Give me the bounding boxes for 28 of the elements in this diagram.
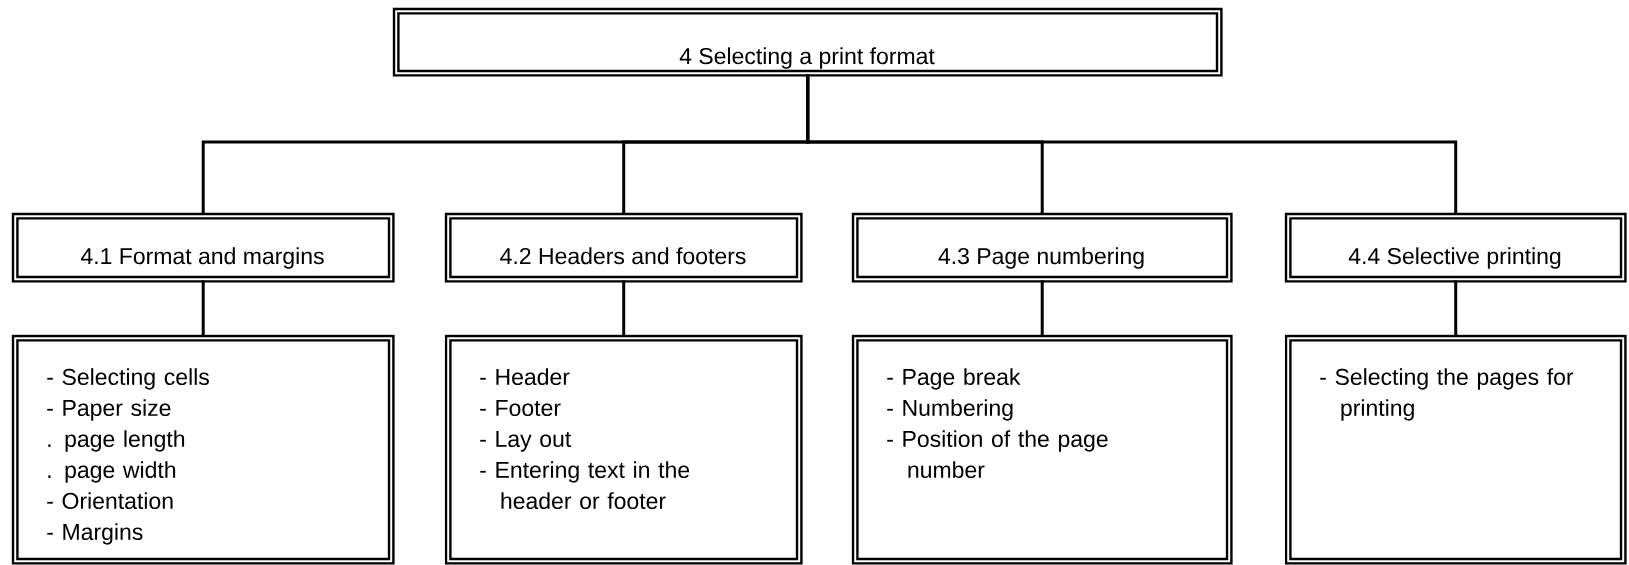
list-item: - Header [480, 368, 570, 386]
connector-line [1040, 280, 1044, 337]
list-item: . page length [48, 430, 185, 452]
topic-list-box [1284, 334, 1627, 565]
topic-list-box [444, 334, 803, 565]
title-box: 4 Selecting a print format [392, 7, 1223, 77]
connector-line [622, 280, 626, 337]
list-item: - Entering text in the header or footer [480, 461, 690, 510]
section-box: 4.4 Selective printing [1284, 212, 1627, 283]
connector-line [806, 74, 1458, 215]
topic-list-box [851, 334, 1233, 565]
list-item: - Numbering [887, 399, 1013, 421]
section-box: 4.2 Headers and footers [444, 212, 803, 283]
connector-line [1454, 280, 1458, 337]
list-item: - Margins [47, 523, 143, 545]
list-item: - Position of the page number [887, 430, 1108, 479]
list-item: - Selecting cells [47, 368, 209, 390]
connector-line [201, 280, 205, 337]
list-item: - Footer [480, 400, 561, 417]
list-item: - Orientation [47, 492, 173, 510]
topic-list-box [11, 334, 395, 565]
section-box: 4.3 Page numbering [851, 212, 1233, 283]
list-item: - Page break [887, 368, 1021, 390]
list-item: - Lay out [480, 431, 572, 452]
list-item: . page width [48, 461, 176, 483]
list-item: - Selecting the pages for printing [1320, 368, 1574, 421]
list-item: - Paper size [47, 399, 171, 421]
section-box: 4.1 Format and margins [11, 212, 395, 283]
